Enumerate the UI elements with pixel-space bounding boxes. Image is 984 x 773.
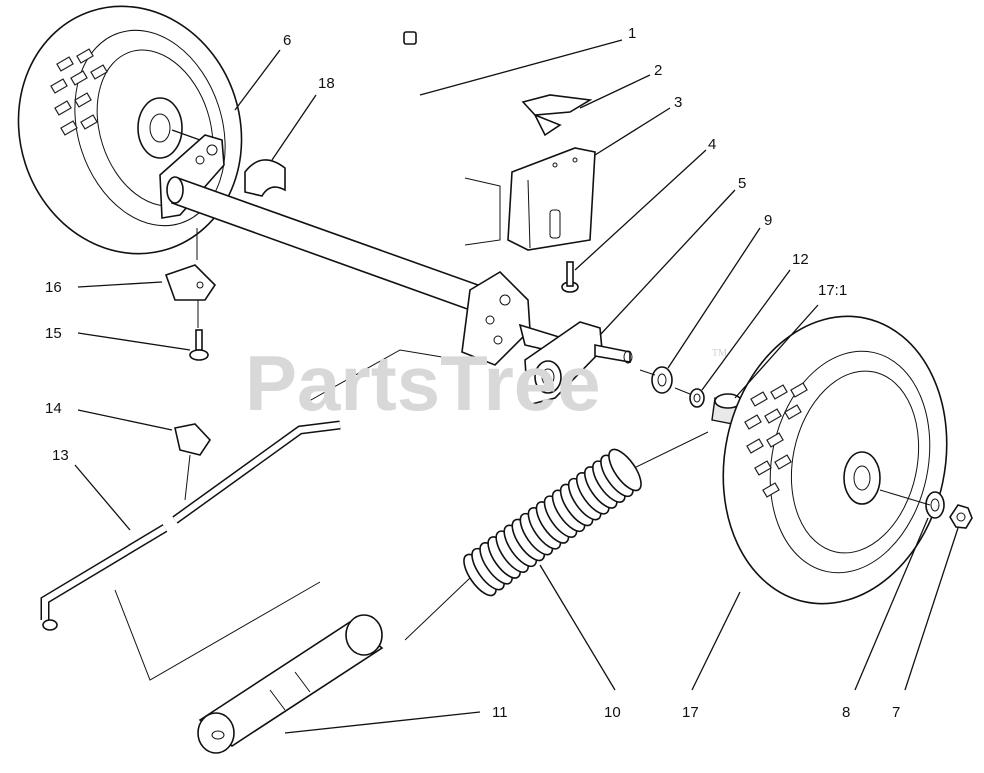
callout-3[interactable]: 3 [594,94,682,156]
svg-text:3: 3 [674,94,682,111]
callout-13[interactable]: 13 [52,447,131,531]
spring-coil [608,448,642,492]
washer-part-9[interactable] [651,366,673,394]
callout-10[interactable]: 10 [539,564,621,721]
watermark: PartsTree TM [245,339,727,427]
spring-part-10[interactable] [404,431,709,641]
callout-11[interactable]: 11 [284,704,508,734]
callout-1[interactable]: 1 [419,25,636,96]
svg-text:14: 14 [45,400,62,417]
callout-17[interactable]: 17 [682,591,741,721]
callout-4[interactable]: 4 [574,136,716,271]
screw-part-15[interactable] [189,329,209,361]
callout-7[interactable]: 7 [892,527,959,721]
callout-2[interactable]: 2 [579,62,662,109]
left-wheel-tread [50,48,108,136]
right-wheel[interactable] [697,295,972,624]
svg-text:16: 16 [45,279,62,296]
callout-15[interactable]: 15 [45,325,191,351]
svg-text:10: 10 [604,704,621,721]
cap-part-18[interactable] [244,159,286,197]
callout-9[interactable]: 9 [667,212,772,369]
svg-text:4: 4 [708,136,716,153]
svg-text:5: 5 [738,175,746,192]
washer-part-8[interactable] [925,491,945,519]
svg-text:11: 11 [492,704,508,721]
handle-rod-part-13[interactable] [40,420,341,631]
axle-tube[interactable] [166,176,521,327]
callout-12[interactable]: 12 [701,251,809,391]
linkage-rod-part-1[interactable] [383,31,421,230]
svg-text:7: 7 [892,704,900,721]
clip-part-2[interactable] [521,94,593,137]
svg-text:9: 9 [764,212,772,229]
assembly-guide-lines [114,228,931,681]
svg-text:8: 8 [842,704,850,721]
right-pivot-plate[interactable] [524,321,633,407]
right-wheel-tread [744,382,808,498]
clip-part-16[interactable] [164,264,217,301]
svg-text:1: 1 [628,25,636,42]
svg-text:2: 2 [654,62,662,79]
svg-text:17:1: 17:1 [818,282,847,299]
callout-6[interactable]: 6 [234,32,291,111]
bushing-part-17-1[interactable] [711,393,742,426]
screw-part-4[interactable] [561,261,579,293]
callout-8[interactable]: 8 [842,517,929,721]
svg-text:TM: TM [712,348,727,359]
callout-17-1[interactable]: 17:1 [734,282,847,399]
callout-5[interactable]: 5 [599,175,746,336]
nut-part-7[interactable] [949,504,973,529]
svg-text:15: 15 [45,325,62,342]
svg-text:PartsTree: PartsTree [245,339,601,427]
svg-text:12: 12 [792,251,809,268]
callout-14[interactable]: 14 [45,400,173,431]
bracket-part-3[interactable] [464,147,596,251]
svg-text:18: 18 [318,75,335,92]
retaining-ring-part-12[interactable] [689,388,705,408]
pivot-tube-part-11[interactable] [197,614,384,754]
callout-18[interactable]: 18 [271,75,335,161]
callout-16[interactable]: 16 [45,279,163,296]
svg-text:13: 13 [52,447,69,464]
left-wheel[interactable] [0,0,273,283]
svg-text:17: 17 [682,704,699,721]
clip-part-14[interactable] [174,423,212,456]
svg-text:6: 6 [283,32,291,49]
